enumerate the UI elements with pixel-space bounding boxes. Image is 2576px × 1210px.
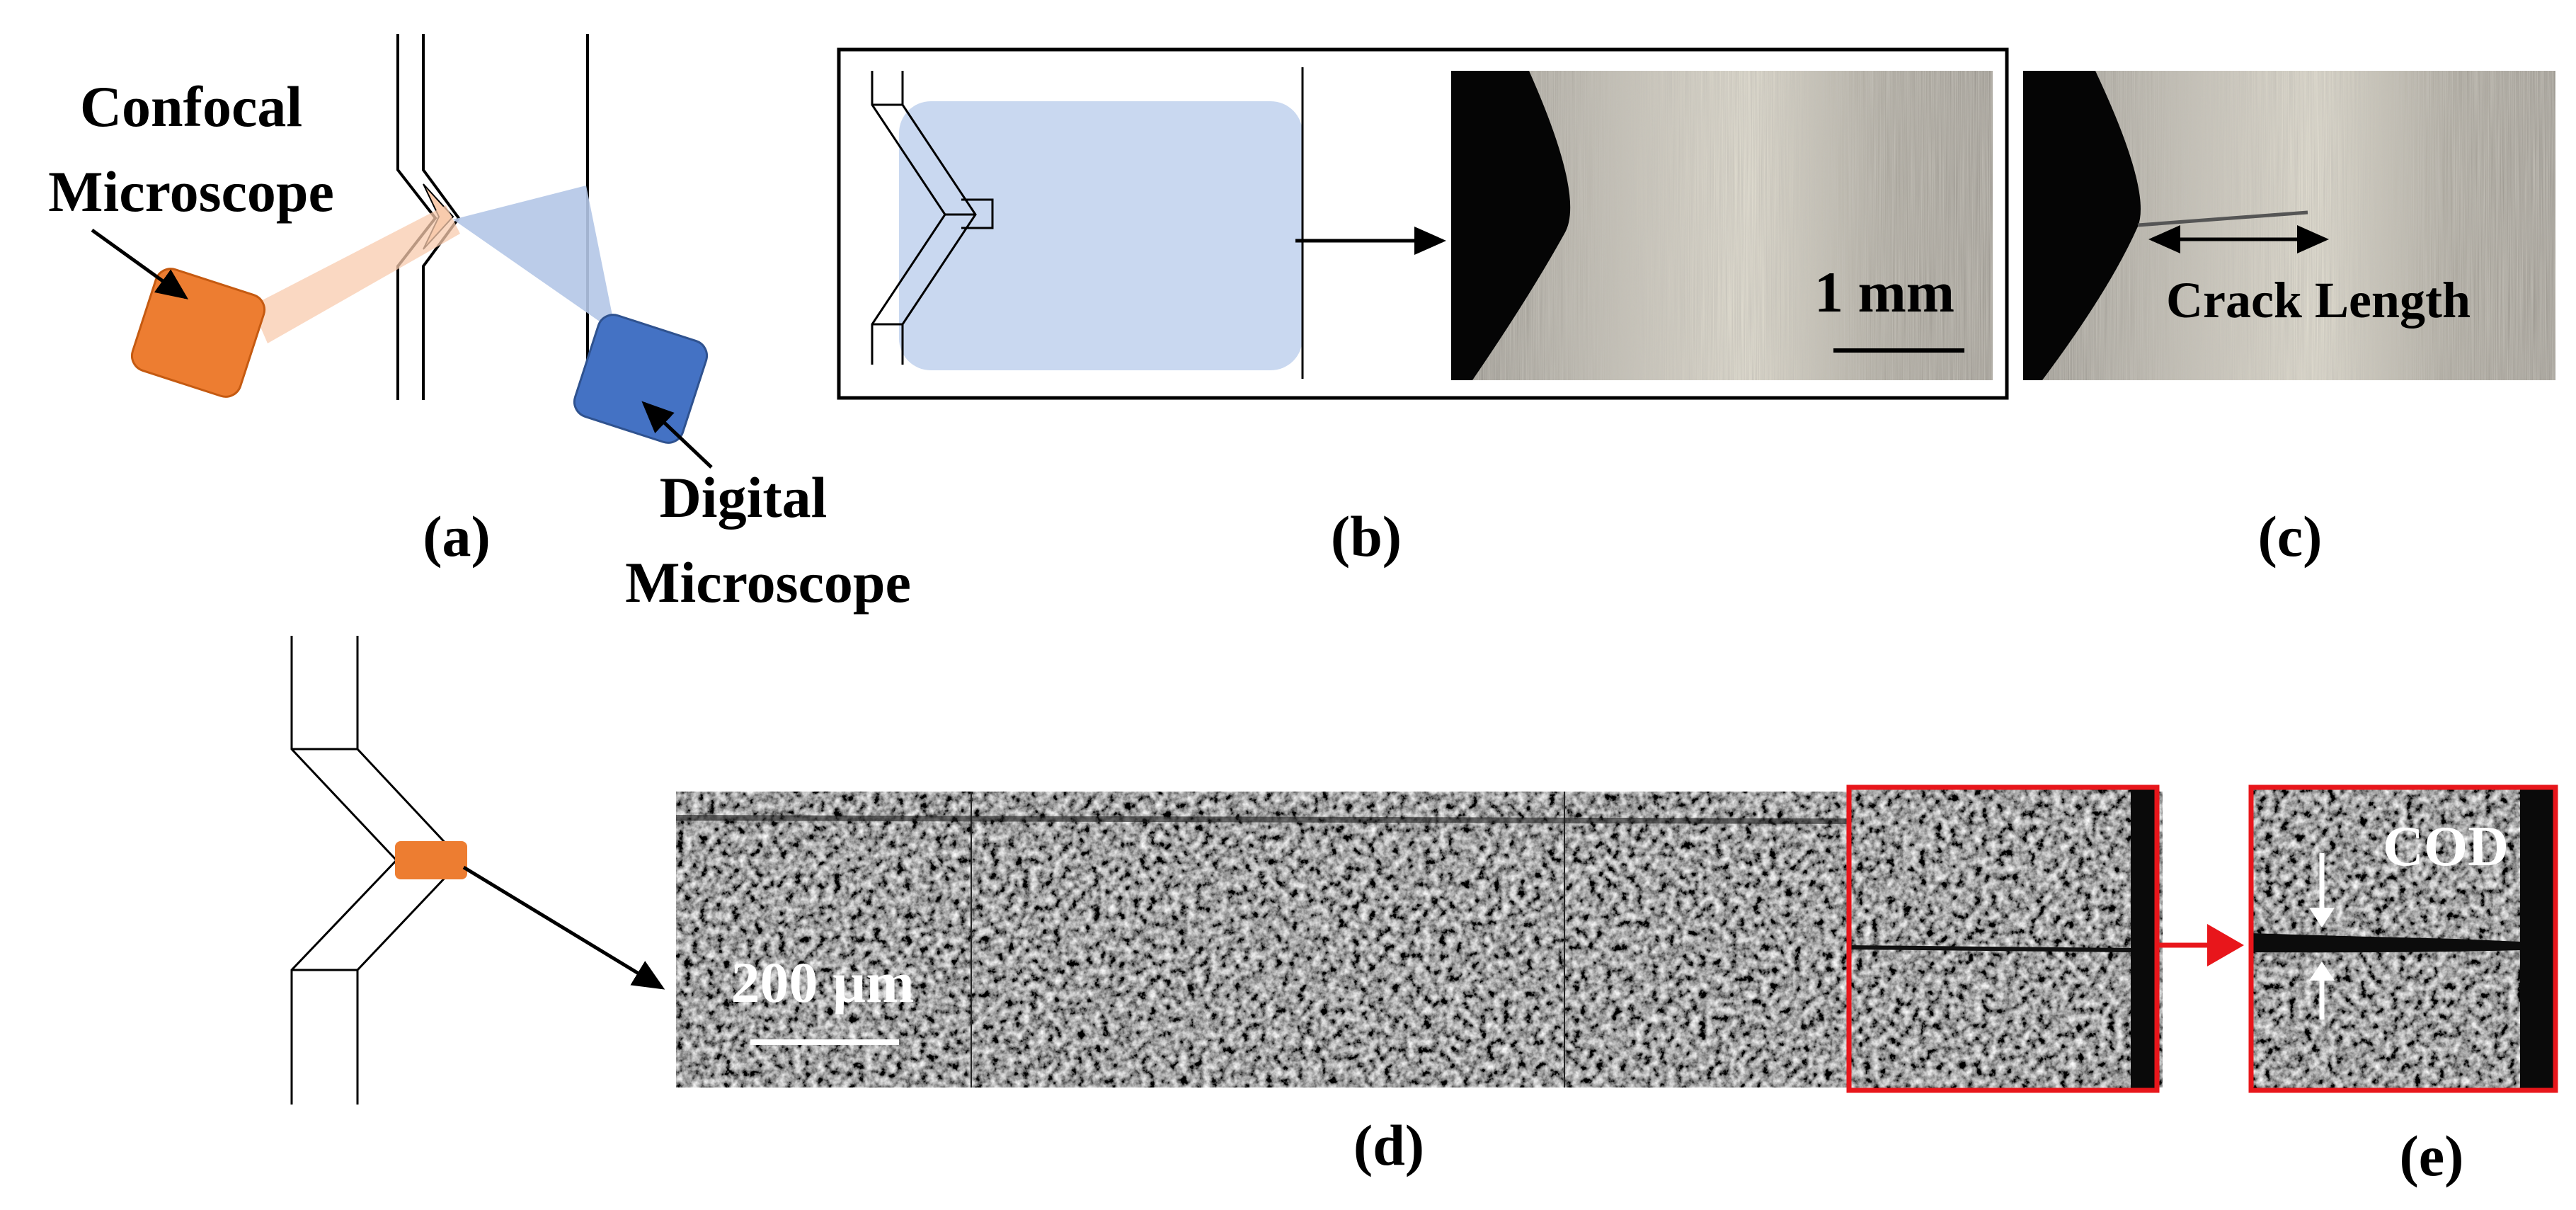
digital-microscope-box bbox=[573, 314, 709, 444]
panel-e: COD (e) bbox=[2248, 784, 2558, 1188]
panel-a: Confocal Microscope Digital Microscope (… bbox=[48, 34, 911, 615]
crack-opening bbox=[2251, 933, 2520, 953]
specimen-top-view bbox=[871, 71, 994, 365]
inset-to-e-arrowhead bbox=[2207, 924, 2244, 966]
cod-micrograph bbox=[2251, 787, 2555, 1090]
caption-e: (e) bbox=[2399, 1124, 2463, 1188]
digital-arrow bbox=[641, 401, 713, 469]
crack-length-label: Crack Length bbox=[2166, 272, 2471, 329]
cod-arrowhead-up bbox=[2309, 961, 2335, 981]
digital-label-line2: Microscope bbox=[625, 550, 911, 615]
crack-line bbox=[2137, 210, 2308, 227]
notch-shadow-c bbox=[2023, 71, 2141, 380]
confocal-microscope-box bbox=[130, 268, 266, 398]
cod-region-highlight bbox=[395, 841, 467, 879]
digital-label-line1: Digital bbox=[660, 465, 828, 530]
scale-label-d: 200 µm bbox=[731, 950, 914, 1015]
panel-d-arrow bbox=[462, 865, 665, 990]
panel-b: 1 mm (b) bbox=[837, 47, 2009, 569]
view-highlight bbox=[899, 101, 1303, 370]
panel-c: Crack Length (c) bbox=[2023, 71, 2555, 569]
panel-d: 200 µm (d) bbox=[290, 636, 2244, 1177]
cod-label: COD bbox=[2383, 816, 2509, 878]
inset-region bbox=[1846, 784, 2160, 1093]
notch-shadow bbox=[1451, 71, 1571, 380]
digital-micrograph-b bbox=[1451, 71, 1993, 380]
caption-c: (c) bbox=[2257, 504, 2322, 569]
panel-e-border bbox=[2248, 784, 2558, 1093]
confocal-label-line1: Confocal bbox=[80, 74, 302, 139]
caption-d: (d) bbox=[1353, 1113, 1424, 1177]
scale-label-b: 1 mm bbox=[1814, 260, 1954, 324]
caption-a: (a) bbox=[423, 504, 491, 569]
digital-micrograph-c bbox=[2023, 71, 2555, 380]
confocal-arrow bbox=[91, 228, 189, 299]
caption-b: (b) bbox=[1331, 504, 1402, 569]
confocal-label-line2: Microscope bbox=[48, 159, 334, 224]
cod-arrowhead-down bbox=[2309, 908, 2335, 928]
inset-border bbox=[1846, 784, 2160, 1093]
digital-beam bbox=[453, 186, 616, 333]
confocal-beam bbox=[251, 205, 460, 343]
